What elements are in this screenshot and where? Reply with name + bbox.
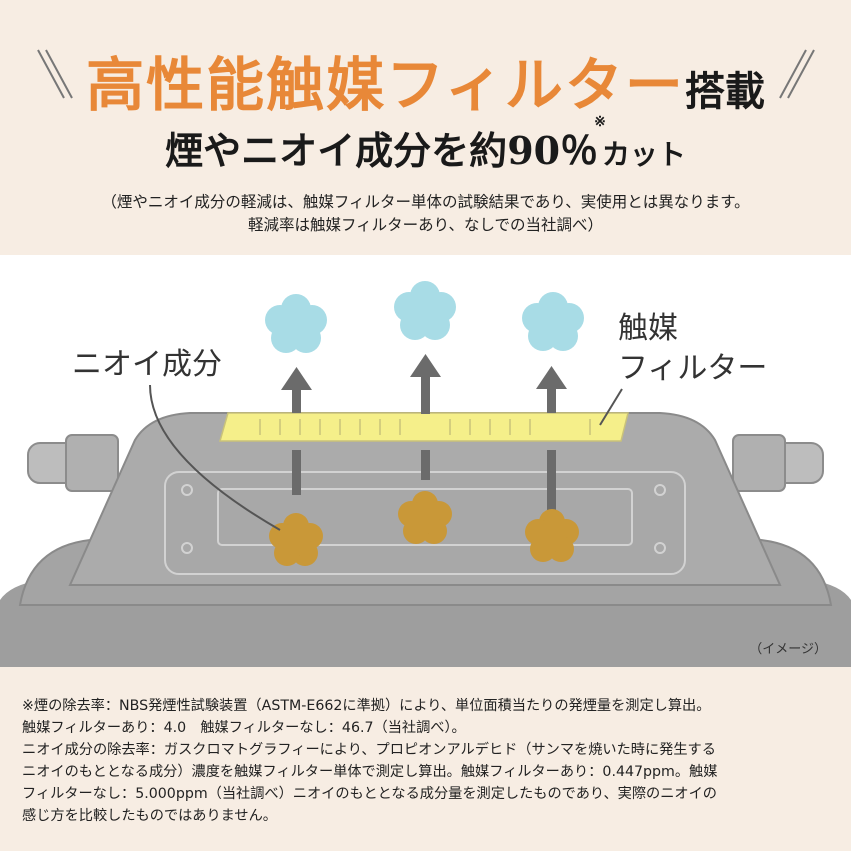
footnote-line1: ※煙の除去率：NBS発煙性試験装置（ASTM-E662に準拠）により、単位面積当… bbox=[22, 698, 711, 714]
footnote-line5: フィルターなし：5.000ppm（当社調べ）ニオイのもととなる成分量を測定したも… bbox=[22, 786, 717, 802]
odor-particles bbox=[269, 491, 579, 566]
image-note: （イメージ） bbox=[749, 642, 827, 657]
odor-label: ニオイ成分 bbox=[72, 347, 222, 382]
left-slash-decoration bbox=[37, 49, 73, 99]
filter-leader-line bbox=[599, 388, 623, 426]
grill-slot bbox=[217, 488, 633, 546]
header-section: 高性能触媒フィルター搭載 煙やニオイ成分を約90％※ カット （煙やニオイ成分の軽… bbox=[0, 0, 851, 255]
odor-leader-line bbox=[149, 384, 281, 531]
title-suffix: 搭載 bbox=[684, 68, 765, 115]
header-note-line1: （煙やニオイ成分の軽減は、触媒フィルター単体の試験結果であり、実使用とは異なりま… bbox=[101, 193, 750, 211]
subtitle-suffix: カット bbox=[601, 138, 686, 171]
filter-label-line1: 触媒 bbox=[618, 311, 678, 346]
left-handle bbox=[27, 434, 119, 492]
subtitle-prefix: 煙やニオイ成分を約 bbox=[165, 128, 508, 173]
filter-diagram: ニオイ成分 触媒 フィルター （イメージ） bbox=[0, 255, 851, 667]
filter-label-line2: フィルター bbox=[618, 351, 768, 386]
grill-illustration bbox=[0, 281, 851, 667]
title-main: 高性能触媒フィルター bbox=[86, 51, 685, 119]
page-title: 高性能触媒フィルター搭載 bbox=[0, 38, 851, 122]
subtitle-percent: 90％ bbox=[507, 128, 599, 173]
footnote-line6: 感じ方を比較したものではありません。 bbox=[22, 808, 277, 824]
subtitle: 煙やニオイ成分を約90％※ カット bbox=[0, 114, 851, 175]
up-arrows bbox=[281, 354, 567, 512]
header-note-line2: 軽減率は触媒フィルターあり、なしでの当社調べ） bbox=[247, 216, 604, 234]
catalyst-filter bbox=[219, 412, 629, 442]
subtitle-note-mark: ※ bbox=[594, 114, 606, 130]
footnote-section: ※煙の除去率：NBS発煙性試験装置（ASTM-E662に準拠）により、単位面積当… bbox=[0, 667, 851, 851]
clean-air-clouds bbox=[265, 281, 584, 353]
right-handle bbox=[732, 434, 824, 492]
footnote-line3: ニオイ成分の除去率：ガスクロマトグラフィーにより、プロピオンアルデヒド（サンマを… bbox=[22, 742, 716, 758]
right-slash-decoration bbox=[779, 49, 815, 99]
footnote-line2: 触媒フィルターあり：4.0 触媒フィルターなし：46.7（当社調べ）。 bbox=[22, 720, 466, 736]
footnote-line4: ニオイのもととなる成分）濃度を触媒フィルター単体で測定し算出。触媒フィルターあり… bbox=[22, 764, 718, 780]
